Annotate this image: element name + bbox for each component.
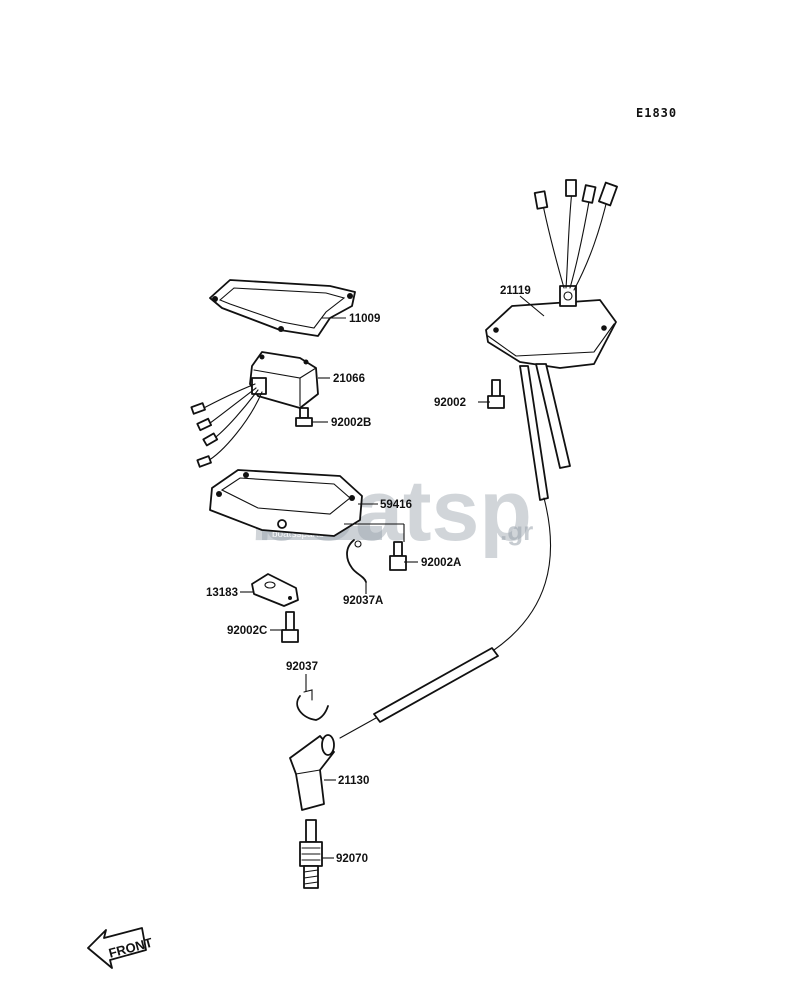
label-21119: 21119 <box>500 285 531 297</box>
watermark-suffix: .gr <box>500 516 533 546</box>
label-21130: 21130 <box>338 775 369 787</box>
label-92037A: 92037A <box>343 595 383 607</box>
gasket-11009[interactable] <box>209 279 356 337</box>
clamp-92037[interactable] <box>296 689 329 721</box>
bolt-92002A[interactable] <box>389 541 407 571</box>
bolt-92002[interactable] <box>487 379 505 409</box>
spark-plug-92070[interactable] <box>299 819 323 889</box>
ignitor-base-59416[interactable] <box>209 469 363 537</box>
label-21066: 21066 <box>333 373 365 385</box>
label-92037: 92037 <box>286 661 318 673</box>
ignition-coil-21119[interactable] <box>485 179 618 501</box>
label-59416: 59416 <box>380 499 412 511</box>
bracket-13183[interactable] <box>251 573 299 607</box>
label-92002C: 92002C <box>227 625 267 637</box>
diagram-code: E1830 <box>636 106 677 120</box>
label-92002B: 92002B <box>331 417 371 429</box>
part-labels: 11009 21066 92002B 59416 92002A 92037A 1… <box>206 285 531 865</box>
label-92002: 92002 <box>434 397 466 409</box>
label-11009: 11009 <box>349 313 380 325</box>
clamp-92037A[interactable] <box>346 539 367 583</box>
high-tension-lead <box>339 497 552 739</box>
bolt-92002B[interactable] <box>295 407 313 427</box>
bolt-92002C[interactable] <box>281 611 299 643</box>
watermark-tag: boatssparts <box>272 529 324 540</box>
front-arrow-icon: FRONT <box>87 927 154 969</box>
label-92070: 92070 <box>336 853 368 865</box>
label-92002A: 92002A <box>421 557 461 569</box>
label-13183: 13183 <box>206 587 238 599</box>
leader-lines <box>240 295 545 859</box>
cdi-unit-21066[interactable] <box>190 351 319 468</box>
plug-cap-21130[interactable] <box>289 734 335 811</box>
